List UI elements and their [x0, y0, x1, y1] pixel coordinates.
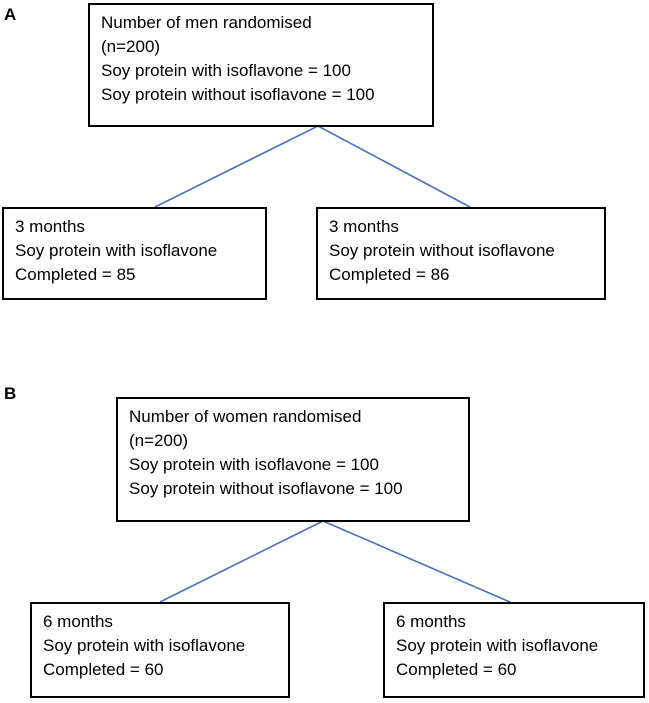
connector-b-left	[159, 520, 324, 603]
box-group: Soy protein without isoflavone	[329, 241, 555, 260]
panel-label-a: A	[4, 5, 17, 24]
box-group-with: Soy protein with isoflavone = 100	[101, 61, 351, 80]
box-completed: Completed = 60	[396, 660, 517, 679]
box-duration: 6 months	[43, 612, 113, 631]
outcome-box-b-right: 6 months Soy protein with isoflavone Com…	[383, 602, 645, 698]
box-title: Number of women randomised	[129, 407, 362, 426]
box-count: (n=200)	[129, 431, 189, 450]
connector-a-left	[154, 125, 319, 208]
box-duration: 3 months	[329, 217, 399, 236]
outcome-box-a-with-isoflavone: 3 months Soy protein with isoflavone Com…	[2, 207, 267, 300]
box-group-without: Soy protein without isoflavone = 100	[129, 479, 403, 498]
connector-b-right	[322, 520, 511, 603]
box-title: Number of men randomised	[101, 13, 312, 32]
outcome-box-a-without-isoflavone: 3 months Soy protein without isoflavone …	[316, 207, 606, 300]
box-count: (n=200)	[101, 37, 161, 56]
box-group: Soy protein with isoflavone	[43, 636, 246, 655]
box-completed: Completed = 85	[15, 265, 136, 284]
outcome-box-b-left: 6 months Soy protein with isoflavone Com…	[30, 602, 290, 698]
box-group-with: Soy protein with isoflavone = 100	[129, 455, 379, 474]
box-group: Soy protein with isoflavone	[15, 241, 218, 260]
box-group: Soy protein with isoflavone	[396, 636, 599, 655]
connector-a-right	[317, 125, 471, 208]
box-completed: Completed = 86	[329, 265, 450, 284]
panel-label-b: B	[4, 384, 17, 403]
randomised-box-women: Number of women randomised (n=200) Soy p…	[116, 397, 470, 522]
box-completed: Completed = 60	[43, 660, 164, 679]
box-duration: 3 months	[15, 217, 85, 236]
box-duration: 6 months	[396, 612, 466, 631]
box-group-without: Soy protein without isoflavone = 100	[101, 85, 375, 104]
randomised-box-men: Number of men randomised (n=200) Soy pro…	[88, 3, 434, 127]
